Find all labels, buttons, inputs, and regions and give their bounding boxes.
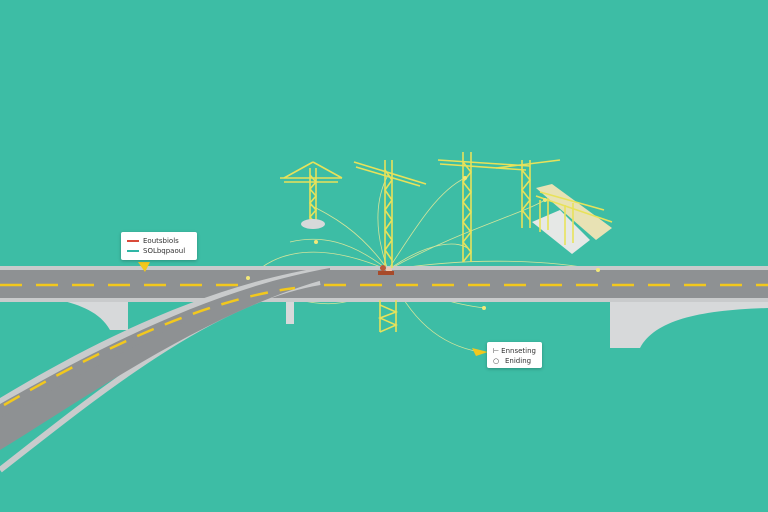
legend-row: ⊢ Ennseting (493, 346, 536, 356)
legend-text: Eniding (505, 357, 532, 365)
tower-crane-5 (532, 184, 613, 254)
tower-crane-1 (280, 161, 343, 229)
right-label-pointer (472, 348, 488, 356)
left-label-pointer (138, 262, 150, 272)
legend-card-left: Eoutsbiols SOLbqpaoul (121, 232, 197, 260)
bridge-piers (60, 300, 768, 348)
curved-ramp (0, 266, 330, 473)
equipment-cluster (378, 265, 394, 275)
legend-text: Ennseting (501, 347, 536, 355)
legend-row: SOLbqpaoul (127, 246, 191, 256)
dash-icon: ⊢ (493, 347, 500, 355)
anchor-dots (246, 176, 600, 310)
legend-row: ○ Eniding (493, 356, 536, 366)
ring-icon: ○ (493, 357, 500, 365)
legend-text: Eoutsbiols (143, 237, 179, 245)
teal-swatch-icon (127, 250, 139, 252)
legend-text: SOLbqpaoul (143, 247, 186, 255)
tower-crane-2 (353, 160, 427, 333)
legend-row: Eoutsbiols (127, 236, 191, 246)
legend-card-right: ⊢ Ennseting ○ Eniding (487, 342, 542, 368)
red-swatch-icon (127, 240, 139, 242)
tower-crane-3 (437, 152, 531, 263)
tower-crane-4 (495, 159, 561, 228)
